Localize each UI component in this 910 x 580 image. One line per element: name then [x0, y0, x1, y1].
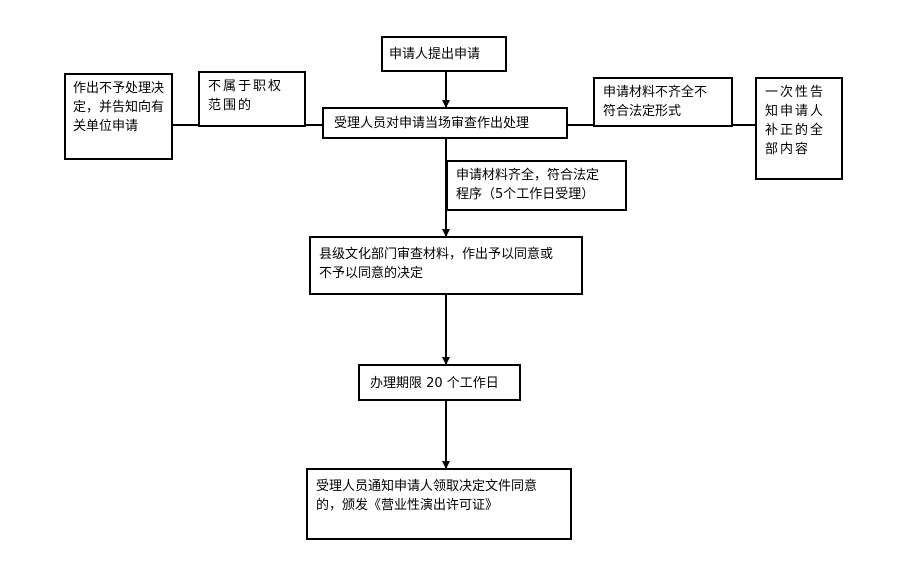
time-limit-node: 办理期限 20 个工作日 — [358, 364, 521, 401]
county-review-node: 县级文化部门审查材料，作出予以同意或 不予以同意的决定 — [309, 236, 583, 295]
time-limit-label: 办理期限 20 个工作日 — [370, 376, 499, 391]
on-site-review-node: 受理人员对申请当场审查作出处理 — [322, 107, 568, 139]
issue-license-node: 受理人员通知申请人领取决定文件同意 的，颁发《营业性演出许可证》 — [306, 468, 572, 540]
issue-license-label: 受理人员通知申请人领取决定文件同意 的，颁发《营业性演出许可证》 — [316, 479, 538, 513]
on-site-review-label: 受理人员对申请当场审查作出处理 — [334, 116, 530, 131]
reject-notice-node: 作出不予处理决定，并告知向有关单位申请 — [64, 73, 173, 160]
reject-notice-label: 作出不予处理决定，并告知向有关单位申请 — [73, 81, 165, 134]
materials-complete-label-box: 申请材料齐全，符合法定 程序（5个工作日受理） — [446, 160, 627, 211]
apply-label: 申请人提出申请 — [389, 47, 481, 62]
materials-incomplete-label-box: 申请材料不齐全不 符合法定形式 — [593, 77, 733, 127]
apply-node: 申请人提出申请 — [381, 36, 507, 72]
notify-supplement-node: 一次性告知申请人补正的全部内容 — [755, 77, 843, 180]
notify-supplement-label: 一次性告知申请人补正的全部内容 — [765, 85, 826, 157]
not-in-scope-label-box: 不属于职权 范围的 — [198, 71, 306, 127]
not-in-scope-label: 不属于职权 范围的 — [208, 79, 284, 113]
materials-complete-label: 申请材料齐全，符合法定 程序（5个工作日受理） — [456, 168, 600, 202]
county-review-label: 县级文化部门审查材料，作出予以同意或 不予以同意的决定 — [319, 247, 554, 281]
materials-incomplete-label: 申请材料不齐全不 符合法定形式 — [603, 85, 708, 119]
